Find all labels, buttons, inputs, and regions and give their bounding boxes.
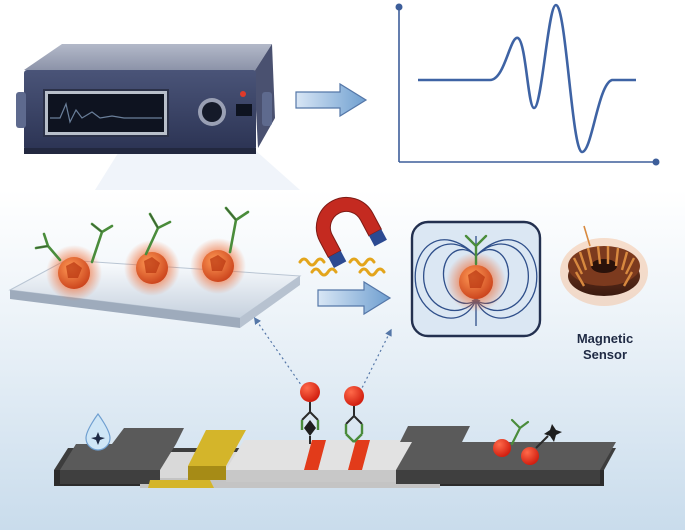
free-particles xyxy=(493,418,562,465)
zoom-wedge xyxy=(95,150,300,190)
arrow-device-to-signal xyxy=(295,82,368,118)
nanoparticle-icon xyxy=(190,238,246,294)
field-waves xyxy=(298,257,386,277)
test-strip xyxy=(54,426,616,488)
capture-probes xyxy=(300,382,364,444)
sensor-label-line2: Sensor xyxy=(582,347,628,362)
arrow-to-detection xyxy=(317,280,392,316)
magnetic-field-box xyxy=(410,220,542,338)
droplet-icon xyxy=(85,412,111,451)
nanoparticle-icon xyxy=(46,245,102,301)
signal-curve-icon xyxy=(395,3,660,166)
magnet-icon xyxy=(315,196,387,268)
sensor-label-line1: Magnetic xyxy=(576,331,634,346)
reader-device-icon xyxy=(16,44,275,154)
magnetic-sensor-label: Magnetic Sensor xyxy=(556,331,654,363)
dotted-arrow-right xyxy=(359,328,392,393)
nanoparticle-icon xyxy=(124,240,180,296)
slide-with-nanoparticles xyxy=(8,206,302,328)
toroid-coil-icon xyxy=(560,225,648,306)
antibody-icon xyxy=(464,234,488,266)
